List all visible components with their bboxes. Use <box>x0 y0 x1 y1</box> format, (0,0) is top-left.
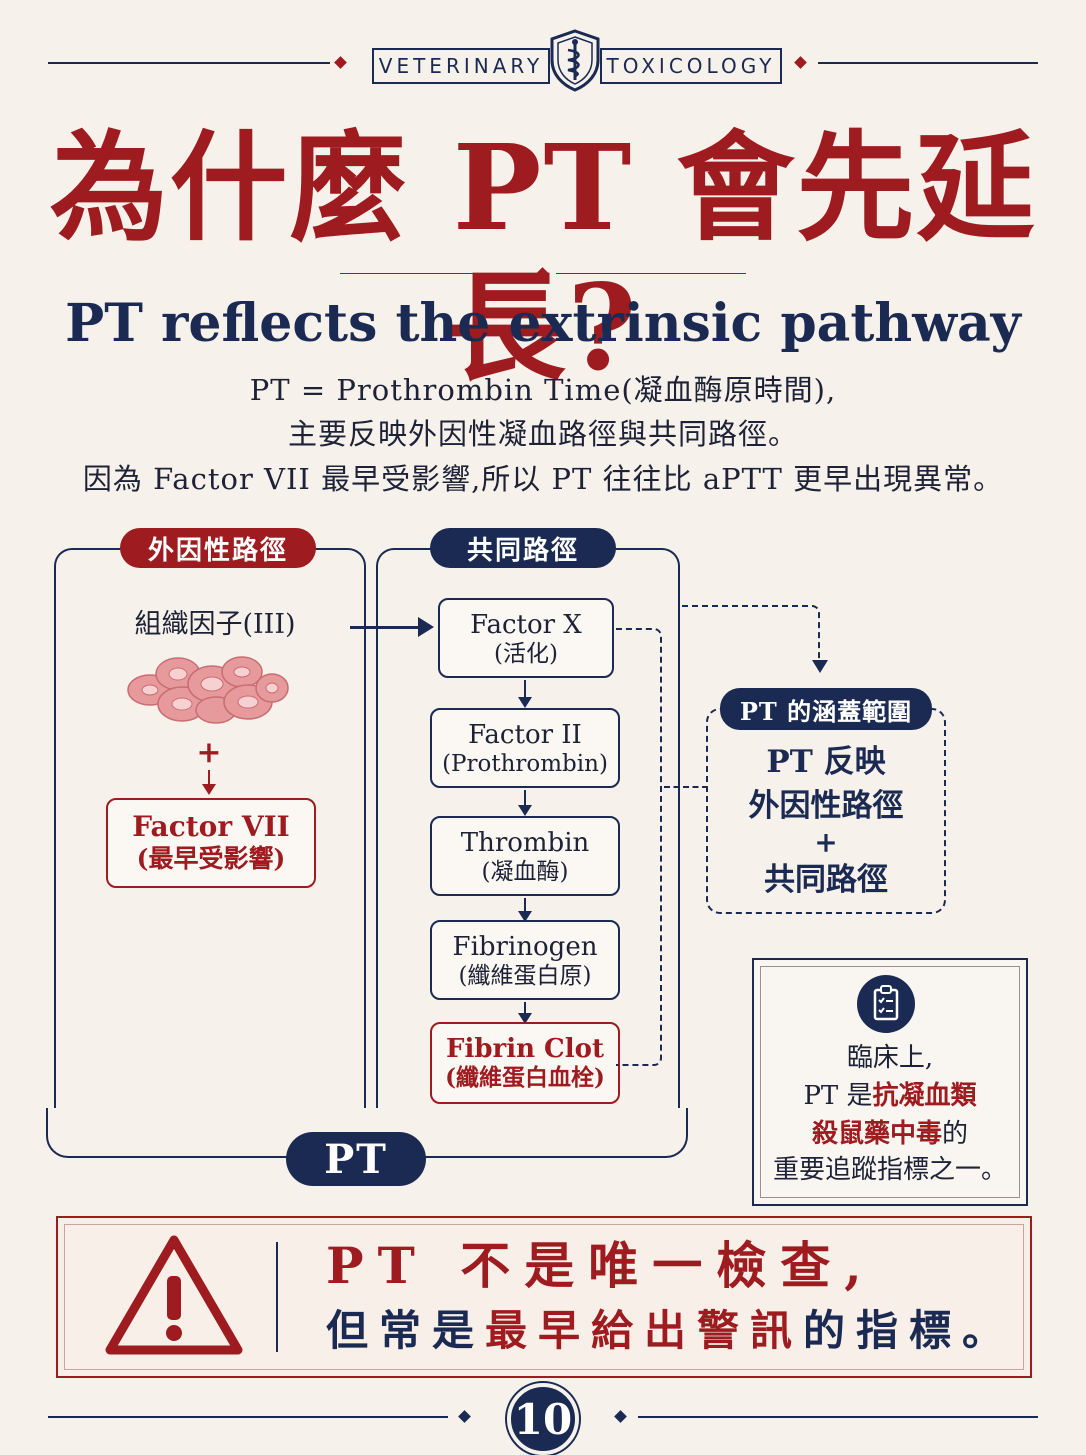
tissue-factor-illustration <box>124 650 290 728</box>
warning-banner-inner-border <box>64 1224 1024 1370</box>
thrombin-note: (凝血酶) <box>481 859 569 885</box>
warning-line-2-start: 但常是 <box>326 1306 486 1355</box>
arrow-thrombin-to-fibrinogen <box>518 898 532 922</box>
footer-diamond-right <box>614 1410 627 1423</box>
fibrinogen-title: Fibrinogen <box>452 932 598 962</box>
warning-line-2: 但常是最早給出警訊的指標。 <box>326 1302 1026 1360</box>
factor-vii-note: (最早受影響) <box>136 844 286 873</box>
factor-vii-box: Factor VII (最早受影響) <box>106 798 316 888</box>
factor-ii-note: (Prothrombin) <box>442 751 608 777</box>
factor-x-box: Factor X (活化) <box>438 598 614 678</box>
arrow-x-to-ii <box>518 680 532 708</box>
factor-ii-box: Factor II (Prothrombin) <box>430 708 620 788</box>
warning-line-2-end: 的指標。 <box>803 1306 1016 1355</box>
coverage-dashed-link <box>664 786 708 788</box>
extrinsic-pathway-label: 外因性路徑 <box>120 528 316 568</box>
arrow-ii-to-thrombin <box>518 790 532 816</box>
header-diamond-left <box>334 56 347 69</box>
coverage-dashed-arrow <box>682 605 820 661</box>
footer-rule-left <box>48 1416 448 1418</box>
factor-x-note: (活化) <box>494 641 558 667</box>
coverage-arrowhead <box>812 660 828 673</box>
coverage-line-3: + <box>814 826 838 859</box>
clipboard-check-icon <box>856 974 916 1034</box>
toxicology-tag: TOXICOLOGY <box>600 48 782 84</box>
coverage-line-2: 外因性路徑 <box>748 788 904 824</box>
thrombin-title: Thrombin <box>460 828 590 858</box>
clinical-line-4: 重要追蹤指標之一。 <box>772 1155 1007 1185</box>
clinical-highlight-anticoagulant: 抗凝血類 <box>872 1081 977 1111</box>
pt-bracket-label: PT <box>286 1132 426 1186</box>
warning-line-1: PT 不是唯一檢查, <box>326 1236 876 1295</box>
header-rule-left <box>48 62 330 64</box>
clinical-line-2: PT 是抗凝血類 <box>752 1078 1028 1114</box>
extrinsic-to-common-arrowhead <box>418 617 434 637</box>
clinical-line-3: 殺鼠藥中毒的 <box>752 1116 1028 1152</box>
fibrin-clot-title: Fibrin Clot <box>446 1034 604 1064</box>
factor-vii-arrow <box>208 770 210 786</box>
factor-x-title: Factor X <box>470 610 582 640</box>
title-rule-right <box>556 273 746 274</box>
plus-sign: + <box>196 735 222 770</box>
intro-line-1: PT = Prothrombin Time(凝血酶原時間), <box>249 373 837 407</box>
warning-triangle-icon <box>104 1232 244 1358</box>
fibrinogen-box: Fibrinogen (纖維蛋白原) <box>430 920 620 1000</box>
coverage-line-1: PT 反映 <box>766 744 886 780</box>
page-number: 10 <box>507 1383 579 1455</box>
common-dashed-connector <box>616 628 662 1066</box>
clinical-line-2-start: PT 是 <box>803 1081 873 1111</box>
extrinsic-to-common-arrow <box>350 626 420 629</box>
tissue-factor-label: 組織因子(III) <box>134 609 296 640</box>
thrombin-box: Thrombin (凝血酶) <box>430 816 620 896</box>
page-title: 為什麼 PT 會先延長? <box>49 118 1037 397</box>
clinical-line-3-end: 的 <box>942 1119 969 1149</box>
clinical-line-1: 臨床上, <box>846 1043 934 1073</box>
warning-banner <box>56 1216 1032 1378</box>
factor-vii-arrowhead <box>202 784 216 795</box>
header-diamond-right <box>794 56 807 69</box>
coverage-line-4: 共同路徑 <box>764 862 888 898</box>
warning-highlight: 最早給出警訊 <box>485 1306 804 1355</box>
fibrin-clot-box: Fibrin Clot (纖維蛋白血栓) <box>430 1022 620 1104</box>
fibrin-clot-note: (纖維蛋白血栓) <box>445 1064 605 1091</box>
factor-vii-title: Factor VII <box>132 810 290 843</box>
title-rule-left <box>340 273 530 274</box>
clinical-highlight-rodenticide: 殺鼠藥中毒 <box>811 1119 942 1149</box>
fibrinogen-note: (纖維蛋白原) <box>458 963 592 989</box>
arrow-fibrinogen-to-clot <box>518 1002 532 1024</box>
caduceus-shield-icon <box>548 28 602 92</box>
factor-ii-title: Factor II <box>468 720 582 750</box>
clinical-card-inner-border <box>760 966 1020 1198</box>
subtitle: PT reflects the extrinsic pathway <box>65 293 1021 354</box>
common-pathway-label: 共同路徑 <box>430 528 616 568</box>
footer-rule-right <box>638 1416 1038 1418</box>
pt-coverage-label: PT 的涵蓋範圍 <box>720 688 932 730</box>
header-rule-right <box>818 62 1038 64</box>
warning-divider <box>276 1242 278 1352</box>
intro-line-2: 主要反映外因性凝血路徑與共同路徑。 <box>287 417 798 451</box>
footer-diamond-left <box>458 1410 471 1423</box>
veterinary-tag: VETERINARY <box>372 48 550 84</box>
intro-line-3: 因為 Factor VII 最早受影響,所以 PT 往往比 aPTT 更早出現異… <box>82 462 1004 496</box>
